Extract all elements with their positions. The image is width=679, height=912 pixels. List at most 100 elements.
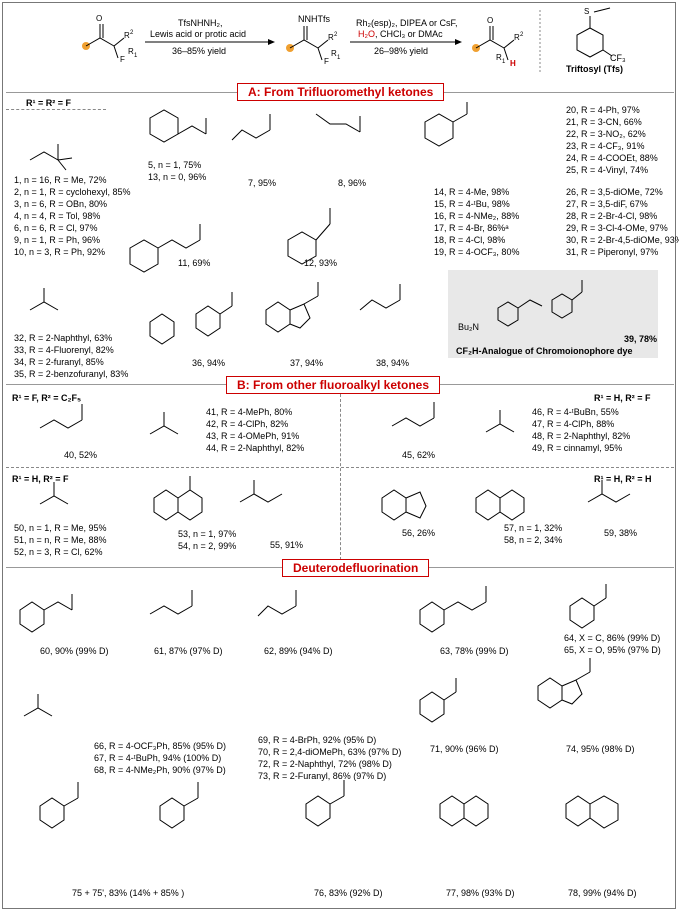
list-item: 67, R = 4-ᵗBuPh, 94% (100% D) bbox=[94, 753, 222, 763]
b-header-3: R¹ = H, R² = F bbox=[12, 474, 69, 484]
compound-45: 45, 62% bbox=[402, 450, 436, 460]
arrow1-yield: 36–85% yield bbox=[172, 46, 227, 56]
tfs-label: Triftosyl (Tfs) bbox=[566, 64, 624, 74]
compound-77: 77, 98% (93% D) bbox=[446, 888, 515, 898]
compound-12: 12, 93% bbox=[304, 258, 338, 268]
list-item: 50, n = 1, R = Me, 95% bbox=[14, 523, 107, 533]
chromoionophore-box bbox=[448, 270, 658, 358]
svg-text:H: H bbox=[510, 59, 516, 68]
compound-59: 59, 38% bbox=[604, 528, 638, 538]
list-item: 49, R = cinnamyl, 95% bbox=[532, 443, 623, 453]
svg-text:1: 1 bbox=[134, 53, 138, 59]
section-a-title: A: From Trifluoromethyl ketones bbox=[237, 83, 445, 101]
structure-39 bbox=[497, 280, 583, 327]
svg-text:O: O bbox=[487, 16, 493, 25]
compound-78: 78, 99% (94% D) bbox=[568, 888, 637, 898]
list-item: 41, R = 4-MePh, 80% bbox=[206, 407, 293, 417]
list-item: 47, R = 4-ClPh, 88% bbox=[532, 419, 615, 429]
b-header-1: R¹ = F, R² = C₂F₅ bbox=[12, 393, 82, 403]
compound-8: 8, 96% bbox=[338, 178, 367, 188]
bu2n-label: Bu₂N bbox=[458, 322, 480, 332]
list-item: 31, R = Piperonyl, 97% bbox=[566, 247, 659, 257]
structures-a-row2 bbox=[29, 282, 401, 345]
list-item: 29, R = 3-Cl-4-OMe, 97% bbox=[566, 223, 668, 233]
list-item: 30, R = 2-Br-4,5-diOMe, 93% bbox=[566, 235, 679, 245]
list-item: 26, R = 3,5-diOMe, 72% bbox=[566, 187, 663, 197]
list-item: 15, R = 4-ᵗBu, 98% bbox=[434, 199, 510, 209]
list-item: 6, n = 6, R = Cl, 97% bbox=[14, 223, 98, 233]
list-item: 52, n = 3, R = Cl, 62% bbox=[14, 547, 103, 557]
compound-list-57: 57, n = 1, 32% 58, n = 2, 34% bbox=[504, 522, 562, 546]
svg-text:R: R bbox=[328, 33, 334, 42]
compound-61: 61, 87% (97% D) bbox=[154, 646, 223, 656]
list-item: 54, n = 2, 99% bbox=[178, 541, 237, 551]
list-item: 18, R = 4-Cl, 98% bbox=[434, 235, 506, 245]
list-item: 21, R = 3-CN, 66% bbox=[566, 117, 642, 127]
section-b-divider-vertical bbox=[340, 394, 341, 560]
compound-37: 37, 94% bbox=[290, 358, 324, 368]
b-header-2: R¹ = H, R² = F bbox=[594, 393, 651, 403]
section-b-divider-horizontal bbox=[6, 467, 674, 468]
compound-list-46: 46, R = 4-ᵗBuBn, 55% 47, R = 4-ClPh, 88%… bbox=[532, 406, 630, 454]
compound-13: 13, n = 0, 96% bbox=[148, 172, 207, 182]
list-item: 3, n = 6, R = OBn, 80% bbox=[14, 199, 108, 209]
compound-7: 7, 95% bbox=[248, 178, 277, 188]
compound-74: 74, 95% (98% D) bbox=[566, 744, 635, 754]
list-item: 65, X = O, 95% (97% D) bbox=[564, 645, 661, 655]
list-item: 34, R = 2-furanyl, 85% bbox=[14, 357, 104, 367]
compound-40: 40, 52% bbox=[64, 450, 98, 460]
svg-text:2: 2 bbox=[520, 32, 524, 38]
b-header-4: R¹ = H, R² = H bbox=[594, 474, 652, 484]
h2o-label: H₂O bbox=[358, 29, 375, 39]
list-item: 10, n = 3, R = Ph, 92% bbox=[14, 247, 106, 257]
svg-text:F: F bbox=[120, 55, 125, 64]
compound-11: 11, 69% bbox=[178, 258, 211, 268]
list-item: 73, R = 2-Furanyl, 86% (97% D) bbox=[258, 771, 387, 781]
list-item: 33, R = 4-Fluorenyl, 82% bbox=[14, 345, 114, 355]
svg-text:1: 1 bbox=[502, 59, 506, 65]
list-item: 48, R = 2-Naphthyl, 82% bbox=[532, 431, 631, 441]
svg-text:R: R bbox=[496, 53, 502, 62]
cf3-label: CF₃ bbox=[610, 53, 626, 63]
compound-list-41: 41, R = 4-MePh, 80% 42, R = 4-ClPh, 82% … bbox=[206, 406, 304, 454]
list-item: 20, R = 4-Ph, 97% bbox=[566, 105, 640, 115]
compound-62: 62, 89% (94% D) bbox=[264, 646, 333, 656]
compound-5: 5, n = 1, 75% bbox=[148, 160, 202, 170]
list-item: 9, n = 1, R = Ph, 96% bbox=[14, 235, 101, 245]
svg-text:S: S bbox=[584, 7, 589, 16]
list-item: 42, R = 4-ClPh, 82% bbox=[206, 419, 289, 429]
compound-list-26: 26, R = 3,5-diOMe, 72% 27, R = 3,5-diF, … bbox=[566, 186, 679, 258]
list-item: 23, R = 4-CF₃, 91% bbox=[566, 141, 645, 151]
intermediate-label: NNHTfs bbox=[298, 14, 330, 24]
list-item: 44, R = 2-Naphthyl, 82% bbox=[206, 443, 305, 453]
section-a-header-underline bbox=[6, 109, 106, 110]
list-item: 69, R = 4-BrPh, 92% (95% D) bbox=[258, 735, 377, 745]
compound-71: 71, 90% (96% D) bbox=[430, 744, 499, 754]
dye-caption: CF₂H-Analogue of Chromoionophore dye bbox=[456, 346, 633, 356]
section-a-r-header: R¹ = R² = F bbox=[26, 98, 72, 108]
list-item: 43, R = 4-OMePh, 91% bbox=[206, 431, 300, 441]
svg-text:O: O bbox=[96, 14, 102, 23]
compound-list-14: 14, R = 4-Me, 98% 15, R = 4-ᵗBu, 98% 16,… bbox=[434, 186, 519, 258]
compound-56: 56, 26% bbox=[402, 528, 436, 538]
list-item: 68, R = 4-NMe₂Ph, 90% (97% D) bbox=[94, 765, 226, 775]
list-item: 24, R = 4-COOEt, 88% bbox=[566, 153, 658, 163]
structures-c bbox=[19, 584, 619, 829]
list-item: 51, n = n, R = Me, 88% bbox=[14, 535, 107, 545]
svg-text:2: 2 bbox=[130, 30, 134, 36]
svg-text:R: R bbox=[124, 31, 130, 40]
compound-list-20: 20, R = 4-Ph, 97% 21, R = 3-CN, 66% 22, … bbox=[566, 104, 658, 176]
svg-text:F: F bbox=[324, 57, 329, 66]
list-item: 72, R = 2-Naphthyl, 72% (98% D) bbox=[258, 759, 392, 769]
list-item: 27, R = 3,5-diF, 67% bbox=[566, 199, 648, 209]
list-item: 66, R = 4-OCF₃Ph, 85% (95% D) bbox=[94, 741, 226, 751]
compound-list-32: 32, R = 2-Naphthyl, 63% 33, R = 4-Fluore… bbox=[14, 332, 128, 380]
arrow1-conditions: Lewis acid or protic acid bbox=[150, 29, 247, 39]
list-item: 32, R = 2-Naphthyl, 63% bbox=[14, 333, 113, 343]
list-item: 53, n = 1, 97% bbox=[178, 529, 237, 539]
list-item: 58, n = 2, 34% bbox=[504, 535, 563, 545]
compound-list-64: 64, X = C, 86% (99% D) 65, X = O, 95% (9… bbox=[564, 632, 661, 656]
list-item: 70, R = 2,4-diOMePh, 63% (97% D) bbox=[258, 747, 402, 757]
list-item: 25, R = 4-Vinyl, 74% bbox=[566, 165, 649, 175]
list-item: 35, R = 2-benzofuranyl, 83% bbox=[14, 369, 129, 379]
